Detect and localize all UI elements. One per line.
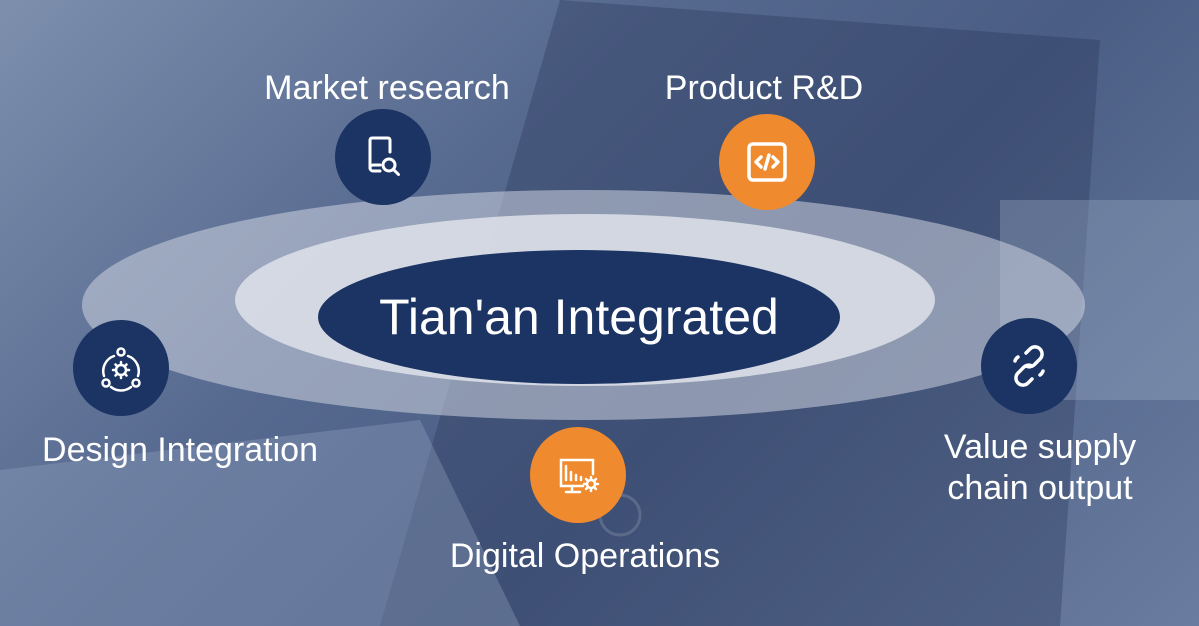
design-integration-label: Design Integration — [42, 431, 318, 469]
product-rd-node — [719, 114, 815, 210]
value-supply-chain-label: Value supply chain output — [944, 427, 1136, 509]
design-integration-node — [73, 320, 169, 416]
book-search-icon — [368, 136, 400, 176]
link-icon — [1013, 345, 1045, 387]
value-supply-chain-label-line1: Value supply — [943, 428, 1137, 466]
digital-operations-label: Digital Operations — [449, 537, 721, 575]
value-supply-chain-label-line2: chain output — [947, 469, 1133, 507]
center-title: Tian'an Integrated — [379, 289, 779, 345]
market-research-node — [335, 109, 431, 205]
product-rd-label: Product R&D — [664, 69, 864, 107]
gear-network-icon — [101, 347, 141, 392]
market-research-label: Market research — [264, 69, 510, 107]
monitor-chart-gear-icon — [559, 458, 600, 494]
value-supply-chain-node — [981, 318, 1077, 414]
center-ellipse: Tian'an Integrated — [318, 250, 840, 384]
code-icon — [747, 142, 787, 182]
digital-operations-node — [530, 427, 626, 523]
